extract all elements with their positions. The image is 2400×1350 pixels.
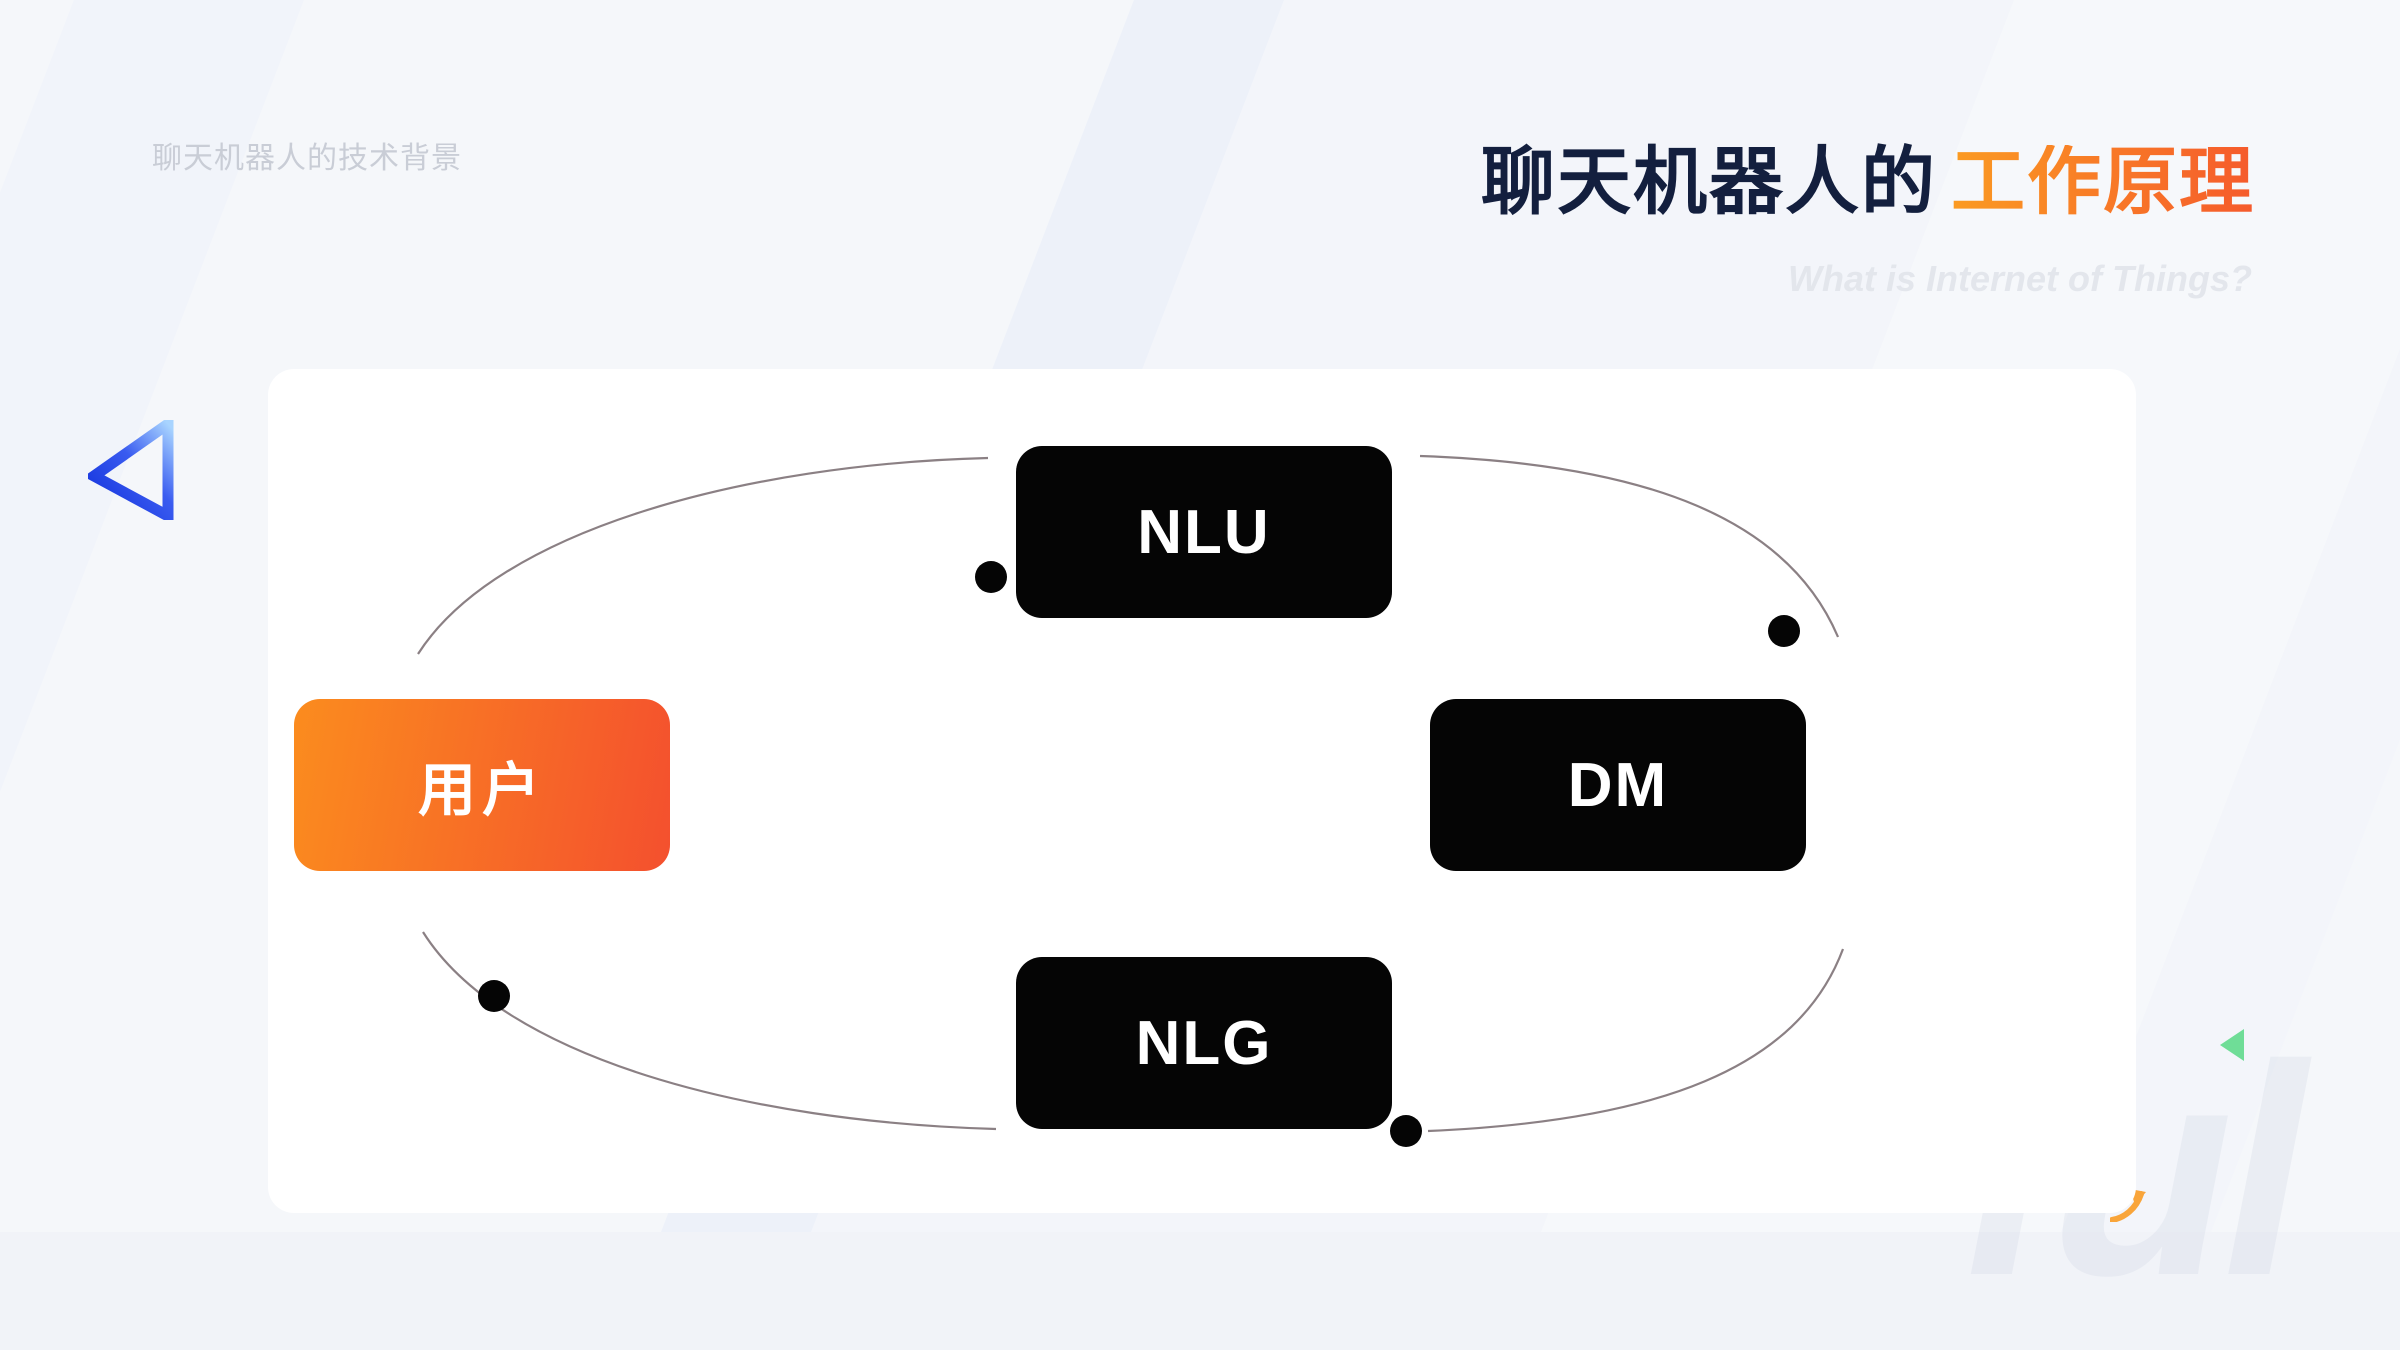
chatbot-cycle-diagram: NLU DM NLG 用户 [268,369,2136,1213]
triangle-left-blue-icon [88,420,174,520]
diagram-node-user[interactable]: 用户 [294,699,670,871]
arc-user-to-nlu [417,456,989,655]
diagram-node-dm-label: DM [1567,750,1669,820]
diagram-node-user-label: 用户 [417,758,546,823]
diagram-node-dm[interactable]: DM [1430,699,1806,871]
arc-dm-to-nlg [1427,948,1845,1133]
connector-dot-nlg [1390,1115,1422,1147]
page-title-primary: 聊天机器人的 [1481,140,1937,223]
background-bottom-strip [0,1232,2400,1350]
diagram-node-nlg-label: NLG [1135,1008,1273,1078]
triangle-left-green-icon [2220,1029,2244,1061]
page-subtitle: What is Internet of Things? [1788,258,2252,299]
content-card: NLU DM NLG 用户 [268,369,2136,1213]
diagram-node-nlu-label: NLU [1137,497,1271,567]
breadcrumb: 聊天机器人的技术背景 [152,142,462,175]
connector-dot-user [478,980,510,1012]
diagram-node-nlu[interactable]: NLU [1016,446,1392,618]
arc-nlg-to-user [422,931,997,1131]
page-title-accent: 工作原理 [1951,140,2255,223]
diagram-node-nlg[interactable]: NLG [1016,957,1392,1129]
connector-dot-nlu [975,561,1007,593]
connector-arcs [417,454,1845,1133]
page-title: 聊天机器人的工作原理 [1481,145,2255,219]
arc-nlu-to-dm [1419,454,1840,638]
connector-dot-dm [1768,615,1800,647]
